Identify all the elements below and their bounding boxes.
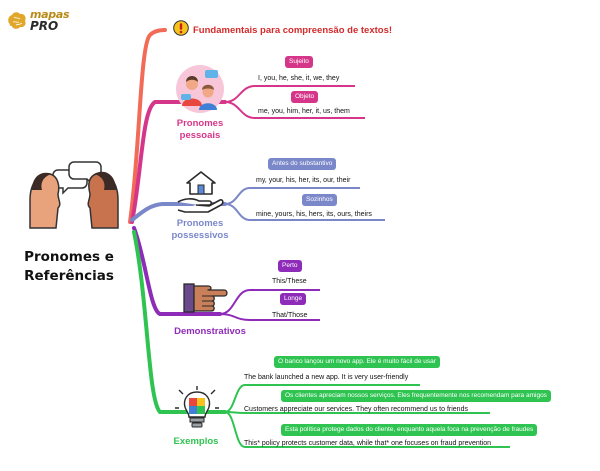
branch-line-header [128, 28, 167, 224]
tag-sujeito[interactable]: Sujeito [285, 56, 313, 68]
text-sujeito[interactable]: I, you, he, she, it, we, they [258, 75, 340, 82]
central-topic[interactable]: Pronomes e Referências [6, 248, 132, 286]
text-exemplo-2[interactable]: Customers appreciate our services. They … [244, 406, 468, 413]
lightbulb-puzzle-icon [175, 386, 219, 428]
house-hand-icon [177, 171, 224, 213]
text-exemplo-1[interactable]: The bank launched a new app. It is very … [244, 374, 409, 381]
branch-possessivos[interactable]: Pronomes possessivos [165, 218, 235, 242]
text-longe[interactable]: That/Those [272, 312, 308, 319]
brand-sub: PRO [30, 19, 59, 33]
text-sozinhos[interactable]: mine, yours, his, hers, its, ours, their… [256, 211, 372, 218]
branch-pessoais-line2: pessoais [179, 130, 221, 141]
central-topic-line1: Pronomes e [24, 249, 114, 265]
brand-logo: mapas PRO [6, 6, 70, 42]
branch-pessoais-line1: Pronomes [176, 118, 224, 129]
tag-longe[interactable]: Longe [280, 293, 307, 305]
branch-line-demonstrativos [132, 226, 222, 316]
branch-line-possessivos [130, 202, 227, 222]
tag-perto[interactable]: Perto [278, 260, 302, 272]
tag-exemplo-1[interactable]: O banco lançou um novo app. Ele é muito … [274, 356, 440, 368]
branch-possessivos-line1: Pronomes [176, 218, 224, 229]
branch-pessoais[interactable]: Pronomes pessoais [168, 118, 232, 142]
text-objeto[interactable]: me, you, him, her, it, us, them [258, 108, 350, 115]
branch-line-pessoais [130, 100, 227, 224]
branch-possessivos-line2: possessivos [171, 230, 229, 241]
tag-antes-substantivo[interactable]: Antes do substantivo [268, 158, 337, 170]
tag-exemplo-2[interactable]: Os clientes apreciam nossos serviços. El… [281, 390, 551, 402]
brand-name: mapas [30, 8, 70, 21]
chat-people-icon [176, 65, 224, 113]
tag-sozinhos[interactable]: Sozinhos [302, 194, 337, 206]
tag-exemplo-3[interactable]: Esta política protege dados do cliente, … [281, 424, 538, 436]
brain-icon [8, 12, 26, 29]
pointing-hand-icon [183, 283, 228, 313]
branch-demonstrativos[interactable]: Demonstrativos [174, 326, 246, 337]
branch-exemplos[interactable]: Exemplos [173, 436, 219, 447]
text-antes-substantivo[interactable]: my, your, his, her, its, our, their [256, 177, 351, 184]
tag-objeto[interactable]: Objeto [291, 91, 319, 103]
text-perto[interactable]: This/These [272, 278, 307, 285]
header-text[interactable]: Fundamentais para compreensão de textos! [193, 25, 393, 36]
branch-line-exemplos [132, 230, 227, 414]
text-exemplo-3[interactable]: This* policy protects customer data, whi… [244, 440, 492, 447]
warning-icon [173, 20, 189, 36]
central-topic-line2: Referências [24, 268, 114, 284]
conversation-icon [29, 161, 119, 229]
